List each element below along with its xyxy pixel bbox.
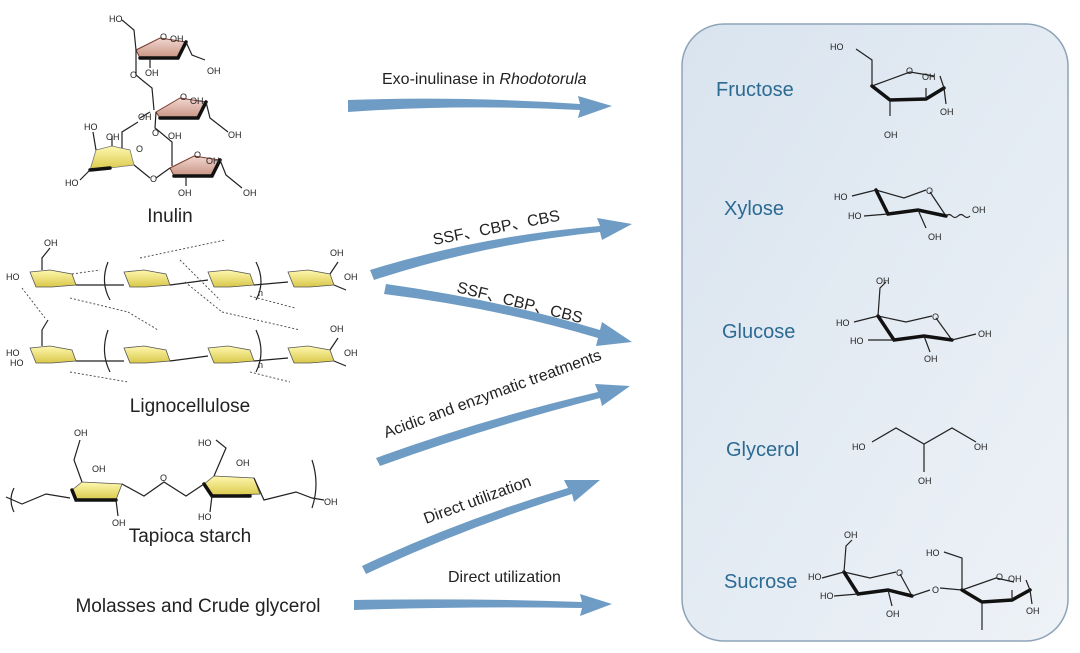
label-oh: OH [344,348,358,358]
xylose-structure: HO HO O OH OH [834,186,986,242]
label-ho: HO [10,358,24,368]
label-o: O [932,585,939,595]
label-oh: OH [243,188,257,198]
arrow-ssf-inulin [370,218,632,280]
label-ho: HO [848,211,862,221]
label-o: O [130,70,137,80]
tapioca-starch-structure: OH OH OH HO OH HO OH O [5,428,338,528]
label-oh: OH [924,354,938,364]
label-ho: HO [65,178,79,188]
label-oh: OH [44,238,58,248]
label-oh: OH [145,68,159,78]
label-oh: OH [922,72,936,82]
label-oh: OH [876,276,890,286]
label-ho: HO [198,438,212,448]
label-oh: OH [928,232,942,242]
label-oh: OH [324,497,338,507]
products-panel [681,23,1069,642]
label-ho: HO [852,442,866,452]
label-oh: OH [884,130,898,140]
label-o: O [926,186,933,196]
label-oh: OH [138,112,152,122]
label-oh: OH [178,188,192,198]
label-oh: OH [228,130,242,140]
label-oh: OH [236,458,250,468]
label-o: O [906,66,913,76]
label-oh: OH [106,132,120,142]
fructose-structure: HO O OH OH OH [830,42,954,140]
label-o: O [136,144,143,154]
label-oh: OH [190,96,204,106]
lignocellulose-structure: OH HO OH OH HO HO OH OH n n [6,238,358,383]
arrow-label-italic: Rhodotorula [499,71,586,88]
label-oh: OH [207,66,221,76]
label-oh: OH [972,205,986,215]
glucose-structure: OH HO HO O OH OH [836,276,992,364]
label-n: n [258,288,263,298]
arrow-label-plain: Exo-inulinase in [382,71,499,88]
label-ho: HO [84,122,98,132]
label-ho: HO [6,348,20,358]
label-oh: OH [92,464,106,474]
label-o: O [896,568,903,578]
product-label-xylose: Xylose [724,198,784,220]
label-o: O [932,312,939,322]
label-ho: HO [836,318,850,328]
source-label-tapioca: Tapioca starch [129,526,252,547]
label-oh: OH [1026,606,1040,616]
label-oh: OH [886,609,900,619]
label-ho: HO [926,548,940,558]
label-oh: OH [978,329,992,339]
label-oh: OH [1008,574,1022,584]
arrow-direct-tapioca [362,480,600,574]
arrow-label-exo-inulinase: Exo-inulinase in Rhodotorula [382,71,587,88]
label-oh: OH [974,442,988,452]
product-label-sucrose: Sucrose [724,571,797,593]
arrow-exo-inulinase [348,96,612,118]
arrow-label-direct-2: Direct utilization [448,569,561,586]
label-oh: OH [206,156,220,166]
source-label-lignocellulose: Lignocellulose [130,396,250,417]
label-ho: HO [834,192,848,202]
label-oh: OH [170,34,184,44]
label-ho: HO [820,591,834,601]
product-label-glucose: Glucose [722,321,795,343]
label-ho: HO [850,336,864,346]
label-ho: HO [808,572,822,582]
label-ho: HO [109,14,123,24]
product-label-fructose: Fructose [716,79,794,101]
arrow-acidic-enzymatic [376,384,630,466]
label-oh: OH [330,248,344,258]
label-n: n [258,360,263,370]
source-label-inulin: Inulin [147,206,192,227]
label-oh: OH [940,107,954,117]
sucrose-structure: OH HO HO O OH O HO O OH OH [808,530,1040,630]
label-ho: HO [6,272,20,282]
arrow-ssf-lignocellulose [384,284,632,346]
label-oh: OH [844,530,858,540]
label-o: O [160,32,167,42]
label-oh: OH [330,324,344,334]
label-o: O [194,150,201,160]
inulin-structure: HO OH O OH OH O O OH OH OH OH O HO OH O … [65,14,257,198]
label-o: O [150,174,157,184]
arrow-direct-molasses [354,594,612,616]
label-oh: OH [112,518,126,528]
label-o: O [180,92,187,102]
label-oh: OH [74,428,88,438]
label-ho: HO [830,42,844,52]
label-o: O [152,128,159,138]
label-oh: OH [918,476,932,486]
label-o: O [160,473,167,483]
glycerol-structure: HO OH OH [852,427,988,486]
label-ho: HO [198,512,212,522]
label-oh: OH [168,131,182,141]
product-label-glycerol: Glycerol [726,439,799,461]
source-label-molasses: Molasses and Crude glycerol [75,596,320,617]
label-oh: OH [344,272,358,282]
label-o: O [996,572,1003,582]
